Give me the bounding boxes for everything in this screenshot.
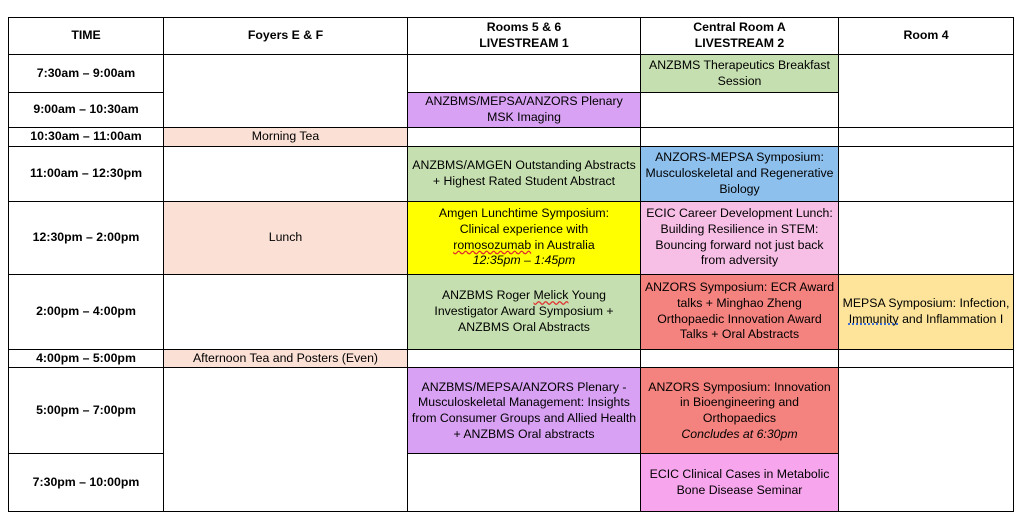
time-label: 12:30pm – 2:00pm bbox=[8, 200, 164, 275]
empty-cell-room4-1100 bbox=[838, 145, 1014, 202]
empty-cell-room4-1230 bbox=[838, 200, 1014, 275]
time-label: 9:00am – 10:30am bbox=[8, 92, 164, 128]
empty-cell-rooms56-0730 bbox=[407, 54, 641, 93]
grammar-flagged-word: Immunity bbox=[848, 311, 899, 326]
time-label: 4:00pm – 5:00pm bbox=[8, 348, 164, 369]
empty-cell-central-1600 bbox=[640, 348, 839, 369]
table-row: 11:00am – 12:30pm ANZBMS/AMGEN Outstandi… bbox=[8, 145, 1014, 202]
misspelled-word: romosozumab bbox=[453, 237, 532, 252]
break-afternoon-tea-posters: Afternoon Tea and Posters (Even) bbox=[163, 348, 408, 369]
bioeng-note: Concludes at 6:30pm bbox=[681, 426, 798, 441]
empty-cell-rooms56-1600 bbox=[407, 348, 641, 369]
session-ecic-clinical-cases: ECIC Clinical Cases in Metabolic Bone Di… bbox=[640, 453, 839, 513]
table-row: 10:30am – 11:00am Morning Tea bbox=[8, 127, 1014, 147]
session-roger-melick-young-investigator: ANZBMS Roger Melick Young Investigator A… bbox=[407, 273, 641, 350]
session-amgen-lunchtime-symposium: Amgen Lunchtime Symposium: Clinical expe… bbox=[407, 200, 641, 275]
amgen-line1: Amgen Lunchtime Symposium: bbox=[438, 206, 610, 221]
table-row: 4:00pm – 5:00pm Afternoon Tea and Poster… bbox=[8, 348, 1014, 369]
amgen-session-time: 12:35pm – 1:45pm bbox=[472, 253, 576, 268]
table-row: 12:30pm – 2:00pm Lunch Amgen Lunchtime S… bbox=[8, 200, 1014, 275]
column-header-time: TIME bbox=[8, 17, 164, 55]
empty-cell-room4-1600 bbox=[838, 348, 1014, 369]
table-row: 2:00pm – 4:00pm ANZBMS Roger Melick Youn… bbox=[8, 273, 1014, 350]
empty-cell-room4-1030 bbox=[838, 127, 1014, 147]
break-morning-tea: Morning Tea bbox=[163, 127, 408, 147]
session-mepsa-infection-immunity-inflammation: MEPSA Symposium: Infection, Immunity and… bbox=[838, 273, 1014, 350]
session-anzors-innovation-bioengineering: ANZORS Symposium: Innovation in Bioengin… bbox=[640, 367, 839, 455]
empty-cell-room4-evening bbox=[838, 367, 1014, 513]
session-anzbms-therapeutics-breakfast: ANZBMS Therapeutics Breakfast Session bbox=[640, 54, 839, 93]
time-label: 7:30am – 9:00am bbox=[8, 54, 164, 93]
empty-cell-foyers-evening bbox=[163, 367, 408, 513]
time-label: 10:30am – 11:00am bbox=[8, 127, 164, 147]
time-label: 2:00pm – 4:00pm bbox=[8, 273, 164, 350]
bioeng-title: ANZORS Symposium: Innovation in Bioengin… bbox=[648, 379, 831, 425]
session-anzbms-amgen-outstanding-abstracts: ANZBMS/AMGEN Outstanding Abstracts + Hig… bbox=[407, 145, 641, 202]
session-ecic-career-development-lunch: ECIC Career Development Lunch: Building … bbox=[640, 200, 839, 275]
time-label: 7:30pm – 10:00pm bbox=[8, 453, 164, 513]
column-header-central-room-a: Central Room A LIVESTREAM 2 bbox=[640, 17, 839, 55]
column-header-rooms56: Rooms 5 & 6 LIVESTREAM 1 bbox=[407, 17, 641, 55]
time-label: 5:00pm – 7:00pm bbox=[8, 367, 164, 455]
empty-cell-central-1030 bbox=[640, 127, 839, 147]
empty-cell-foyers-1100 bbox=[163, 145, 408, 202]
table-row: 7:30pm – 10:00pm ECIC Clinical Cases in … bbox=[8, 453, 1014, 513]
time-label: 11:00am – 12:30pm bbox=[8, 145, 164, 202]
conference-schedule-table: TIME Foyers E & F Rooms 5 & 6 LIVESTREAM… bbox=[8, 17, 1014, 513]
column-header-room4: Room 4 bbox=[838, 17, 1014, 55]
session-anzors-ecr-award-talks: ANZORS Symposium: ECR Award talks + Ming… bbox=[640, 273, 839, 350]
amgen-line2: Clinical experience with bbox=[459, 222, 589, 236]
empty-cell-room4-morning bbox=[838, 54, 1014, 128]
table-row: 7:30am – 9:00am ANZBMS Therapeutics Brea… bbox=[8, 54, 1014, 128]
column-header-foyers: Foyers E & F bbox=[163, 17, 408, 55]
empty-cell-foyers-morning bbox=[163, 54, 408, 128]
session-plenary-musculoskeletal-management: ANZBMS/MEPSA/ANZORS Plenary - Musculoske… bbox=[407, 367, 641, 455]
amgen-line3: romosozumab in Australia bbox=[453, 237, 595, 252]
session-anzors-mepsa-symposium: ANZORS-MEPSA Symposium: Musculoskeletal … bbox=[640, 145, 839, 202]
session-plenary-msk-imaging: ANZBMS/MEPSA/ANZORS Plenary MSK Imaging bbox=[407, 92, 641, 128]
empty-cell-rooms56-1930 bbox=[407, 453, 641, 513]
table-row: 5:00pm – 7:00pm ANZBMS/MEPSA/ANZORS Plen… bbox=[8, 367, 1014, 513]
break-lunch: Lunch bbox=[163, 200, 408, 275]
empty-cell-central-0900 bbox=[640, 92, 839, 128]
table-header-row: TIME Foyers E & F Rooms 5 & 6 LIVESTREAM… bbox=[8, 17, 1014, 55]
table-row: 9:00am – 10:30am ANZBMS/MEPSA/ANZORS Ple… bbox=[8, 92, 1014, 128]
misspelled-word: Melick bbox=[533, 288, 569, 303]
empty-cell-rooms56-1030 bbox=[407, 127, 641, 147]
empty-cell-foyers-1400 bbox=[163, 273, 408, 350]
